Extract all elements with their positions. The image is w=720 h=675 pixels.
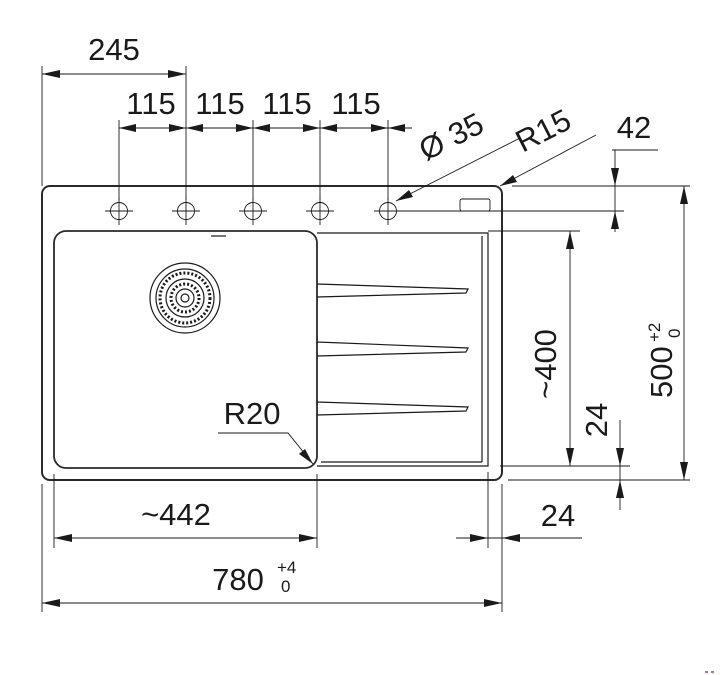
label-500-tol-upper: +2: [645, 323, 664, 342]
dimension-r20: R20: [218, 396, 314, 465]
dimension-24-vertical: 24: [508, 403, 690, 510]
tap-hole: [306, 197, 334, 225]
drain: [149, 262, 221, 334]
label-115: 115: [331, 86, 380, 121]
label-115: 115: [195, 86, 244, 121]
label-115: 115: [126, 86, 175, 121]
tap-hole: [172, 197, 200, 225]
dimension-r15: R15: [499, 102, 597, 187]
drainer-board: [316, 232, 489, 467]
sink-bowl: [53, 230, 318, 469]
label-42: 42: [617, 110, 651, 145]
dimension-400: ~400: [488, 230, 630, 467]
label-diameter: Ø 35: [413, 106, 489, 168]
dimension-42: 42: [512, 110, 690, 232]
label-780: 780: [212, 562, 264, 597]
label-442: ~442: [141, 497, 211, 532]
dimension-245: 245: [41, 32, 187, 200]
tap-hole: [105, 197, 133, 225]
label-115: 115: [262, 86, 311, 121]
label-24-horizontal: 24: [541, 498, 575, 533]
label-780-tol-lower: 0: [281, 577, 290, 596]
tap-holes: [105, 197, 624, 225]
label-780-tol-upper: +4: [277, 558, 296, 577]
dimension-tap-spacing: 115 115 115 115: [118, 86, 412, 200]
tap-hole: [239, 197, 267, 225]
dimension-780: 780 +4 0: [41, 484, 502, 612]
dimension-442: ~442: [53, 474, 318, 548]
label-500-tol-lower: 0: [665, 329, 684, 338]
label-r20: R20: [224, 396, 281, 431]
tap-hole: [374, 197, 402, 225]
label-500: 500: [644, 346, 679, 398]
label-245: 245: [88, 32, 140, 67]
label-24-vertical: 24: [579, 403, 614, 437]
dimension-24-horizontal: 24: [456, 472, 582, 612]
label-400: ~400: [528, 329, 563, 399]
dimension-500: 500 +2 0: [644, 186, 688, 480]
